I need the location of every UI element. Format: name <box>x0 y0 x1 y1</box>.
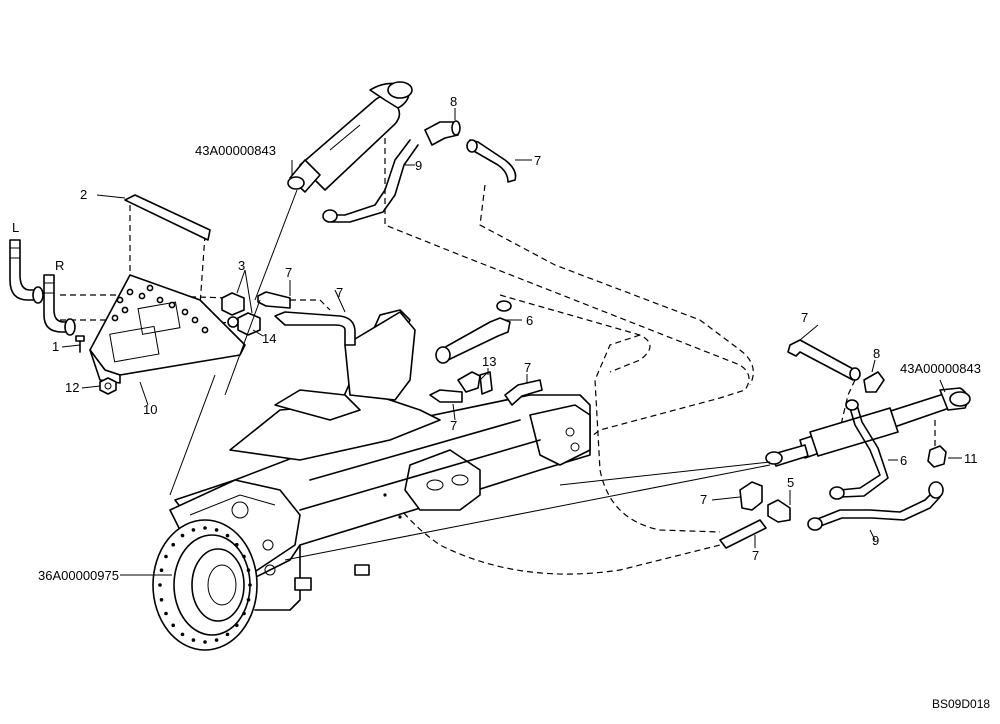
label-part-7e: 7 <box>450 418 457 433</box>
callout-labels: 2 L R 3 7 7 14 1 12 10 43A00000843 8 9 7… <box>12 94 990 711</box>
hub-bolt <box>225 632 230 637</box>
valve-port <box>201 326 209 334</box>
block-fittings <box>221 291 356 346</box>
hub-bolt <box>180 632 185 637</box>
hub-bolt <box>235 542 239 547</box>
steering-cylinder-right <box>719 339 971 549</box>
axle-frame <box>169 309 591 611</box>
hub-bolt <box>159 598 164 602</box>
hub-bolt <box>248 583 252 587</box>
hub-bolt <box>225 533 230 538</box>
valve-port <box>126 288 134 296</box>
label-axle-ref: 36A00000975 <box>38 568 119 583</box>
valve-port <box>111 314 119 322</box>
label-part-9-right: 9 <box>872 533 879 548</box>
valve-port <box>191 316 199 324</box>
label-hose-R: R <box>55 258 64 273</box>
hub-bolt <box>235 623 239 628</box>
label-part-11: 11 <box>964 451 978 466</box>
label-part-5: 5 <box>787 475 794 490</box>
label-part-3: 3 <box>238 258 245 273</box>
hub-bolt <box>246 598 251 602</box>
valve-port <box>116 296 124 304</box>
hub-bolt <box>191 528 196 532</box>
label-part-7f: 7 <box>801 310 808 325</box>
label-part-8-top: 8 <box>450 94 457 109</box>
hub-bolt <box>180 533 185 538</box>
valve-port <box>168 301 176 309</box>
drawing-code: BS09D018 <box>932 697 990 711</box>
hub-bolt <box>246 568 251 572</box>
steering-cylinder-left <box>287 81 517 223</box>
hub-bolt <box>242 611 246 616</box>
hub-bolt <box>164 554 168 559</box>
label-part-14: 14 <box>262 331 276 346</box>
label-cylinder-right: 43A00000843 <box>900 361 981 376</box>
label-part-7d: 7 <box>524 360 531 375</box>
hub-bolt <box>214 638 219 642</box>
label-part-7h: 7 <box>752 548 759 563</box>
valve-block-assembly <box>75 194 246 395</box>
hub-bolt <box>158 583 162 587</box>
hub-bolt <box>171 623 175 628</box>
valve-port <box>146 284 154 292</box>
label-part-7a: 7 <box>285 265 292 280</box>
lr-supply-hoses <box>9 239 76 336</box>
label-part-6-right: 6 <box>900 453 907 468</box>
hub-bolt <box>191 638 196 642</box>
hub-bolt <box>242 554 246 559</box>
label-part-1: 1 <box>52 339 59 354</box>
label-part-7b: 7 <box>336 285 343 300</box>
center-fittings <box>429 300 543 406</box>
label-part-2: 2 <box>80 187 87 202</box>
label-hose-L: L <box>12 220 19 235</box>
label-part-10: 10 <box>143 402 157 417</box>
hub-bolt <box>164 611 168 616</box>
wheel-hub-flange <box>152 519 258 651</box>
hub-bolt <box>159 568 164 572</box>
label-part-7g: 7 <box>700 492 707 507</box>
valve-port <box>138 292 146 300</box>
label-part-7c: 7 <box>534 153 541 168</box>
valve-port <box>156 296 164 304</box>
label-part-12: 12 <box>65 380 79 395</box>
label-cylinder-left: 43A00000843 <box>195 143 276 158</box>
label-part-13: 13 <box>482 354 496 369</box>
hub-bolt <box>203 526 207 530</box>
label-part-8-right: 8 <box>873 346 880 361</box>
hub-bolt <box>171 542 175 547</box>
hub-bolt <box>203 640 207 644</box>
label-part-6-top: 6 <box>526 313 533 328</box>
leader-lines <box>61 108 962 576</box>
hub-bolt <box>214 528 219 532</box>
valve-port <box>181 308 189 316</box>
label-part-9-top: 9 <box>415 158 422 173</box>
valve-port <box>121 306 129 314</box>
